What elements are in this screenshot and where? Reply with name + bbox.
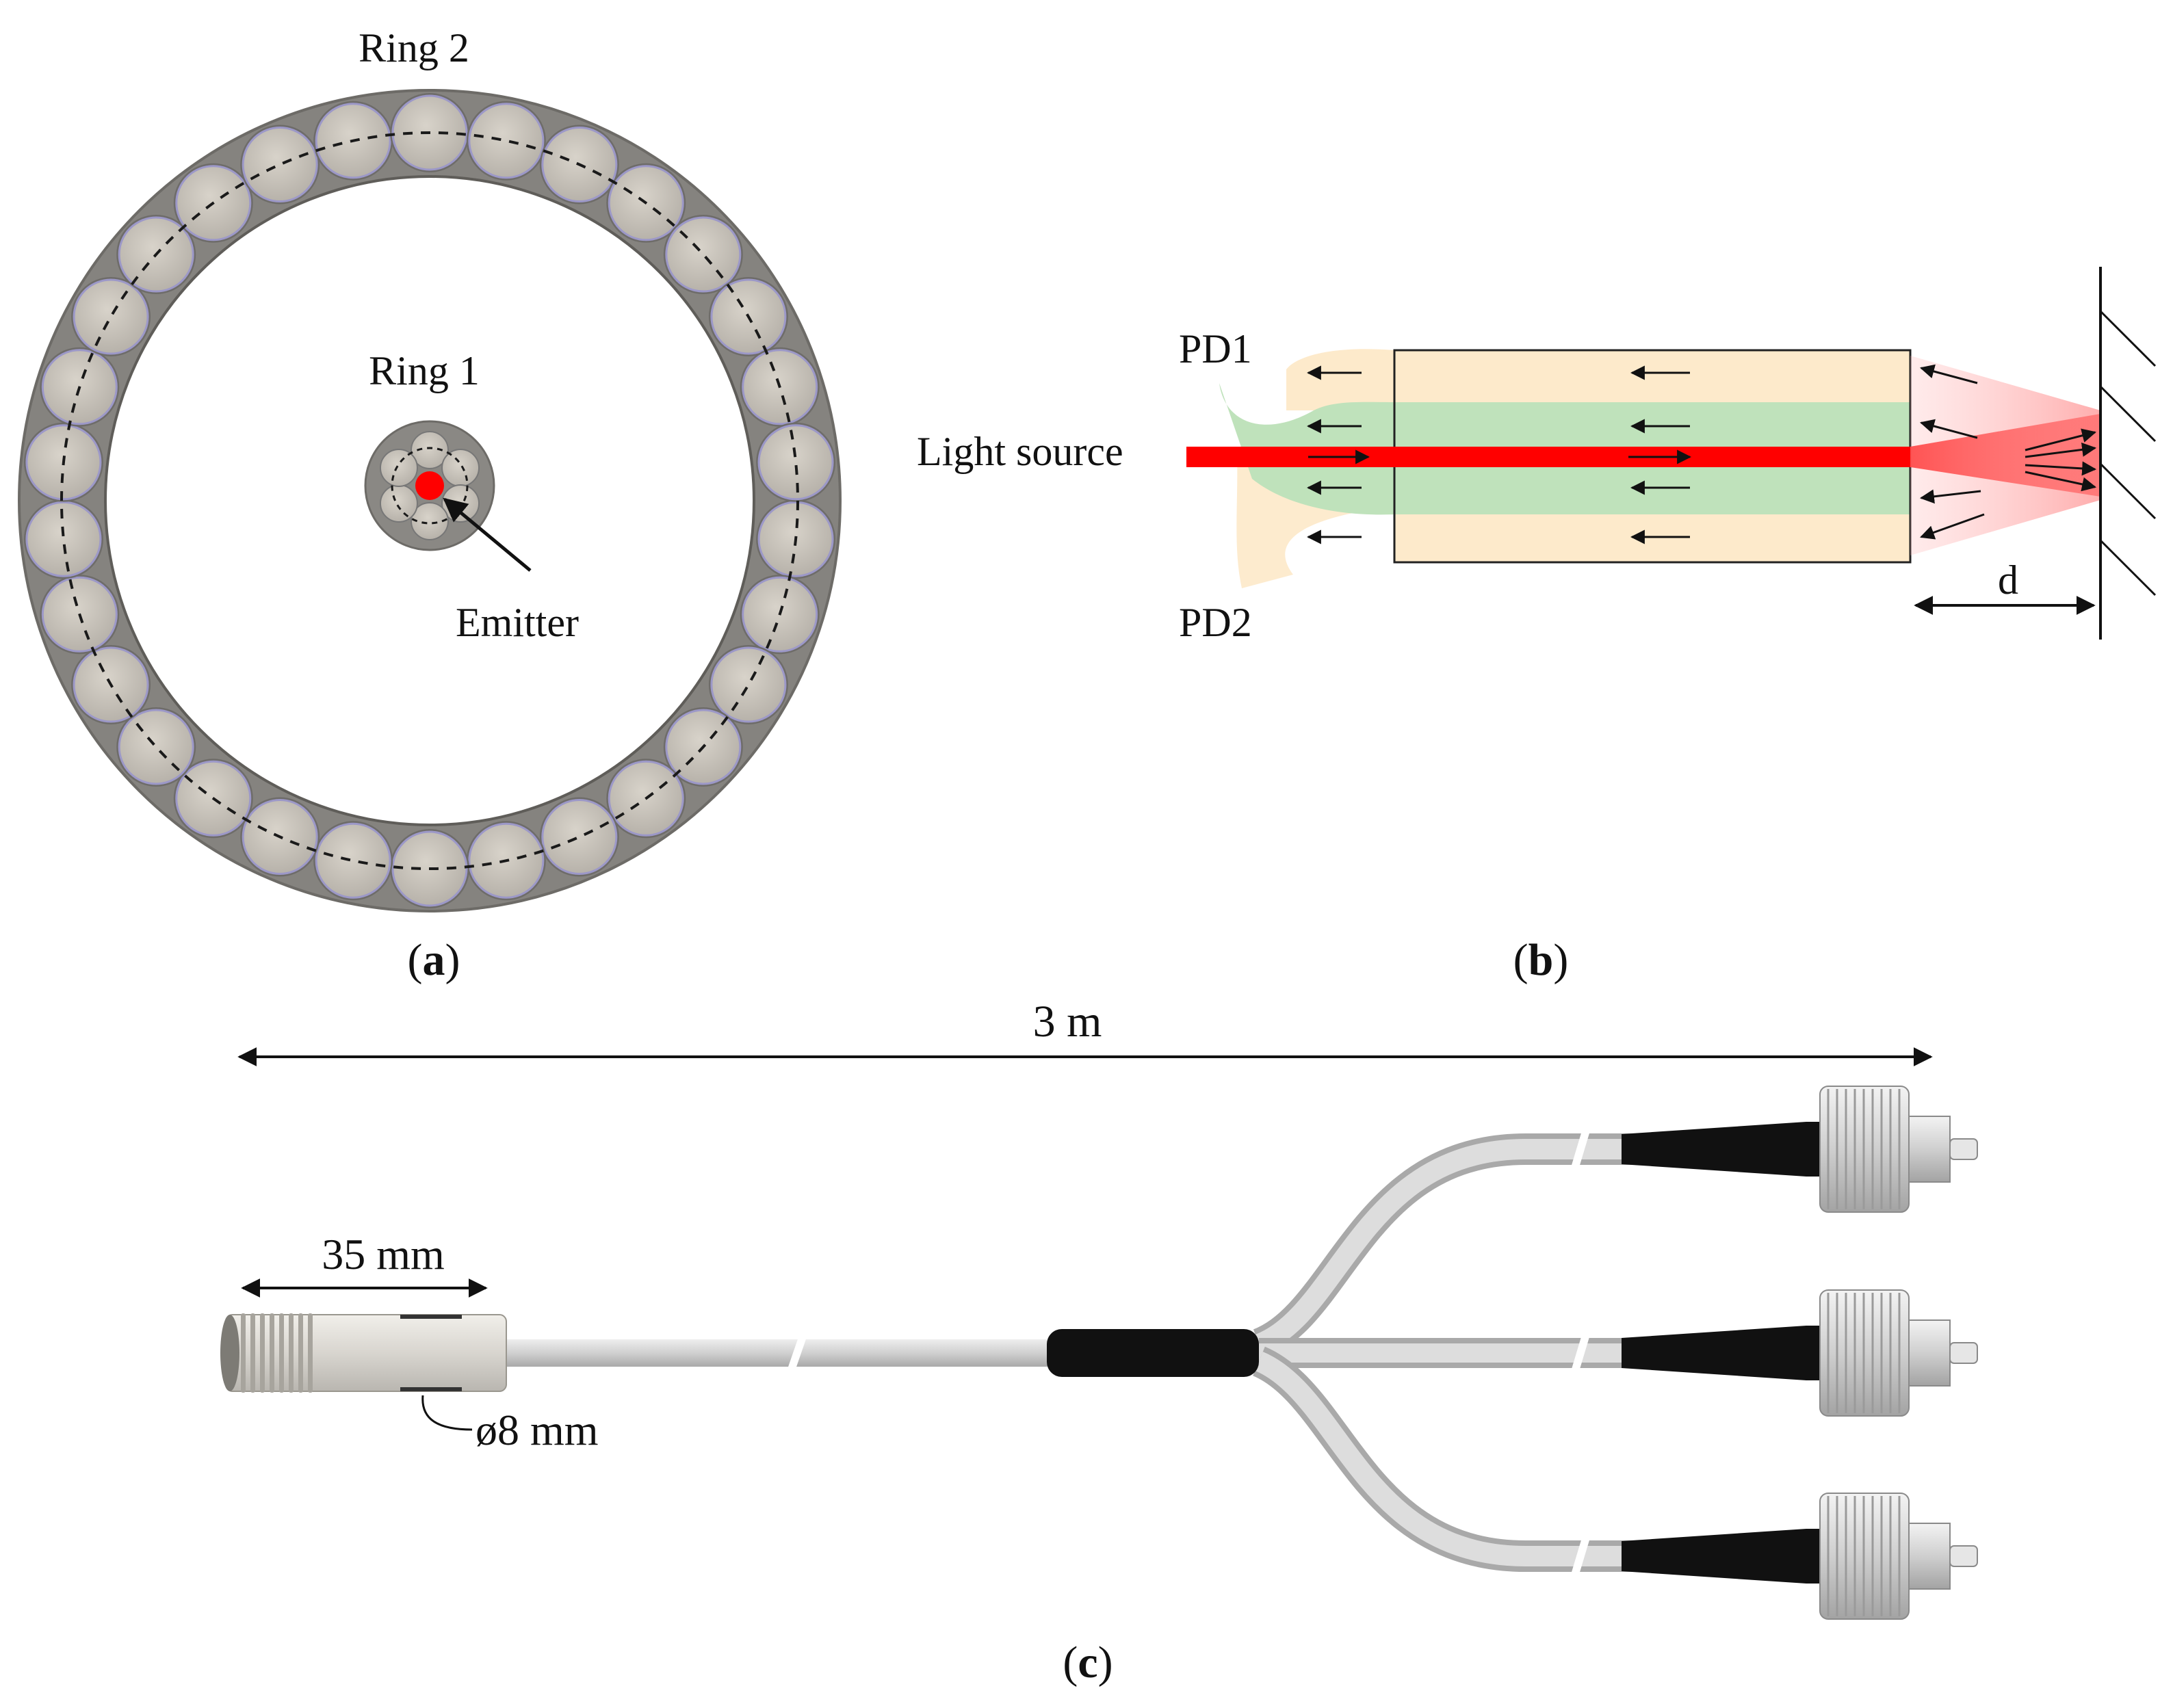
ring-2-fiber [25,501,102,577]
probe-thread [241,1313,246,1393]
connector-body [1908,1523,1951,1590]
diameter-label: ø8 mm [476,1406,599,1454]
connector-body [1908,1116,1951,1183]
probe-threads [241,1313,313,1393]
ring-2-fiber [73,278,149,355]
probe-thread [250,1313,255,1393]
ring-1-dashed-circle [391,447,469,525]
caption-c: (c) [1063,1638,1112,1687]
light-source-beam [1186,447,1910,467]
ring-1-label: Ring 1 [369,348,480,393]
probe-body [225,1314,507,1392]
cable-break-2 [1570,1129,1591,1170]
caption-b: (b) [1513,935,1569,985]
cable-break-1 [787,1335,807,1371]
pd2-label: PD2 [1179,600,1252,645]
ring-2-fiber [118,709,194,785]
splitter-sleeve [1047,1329,1259,1377]
panel-b-measurement-principle: d PD1 PD2 Light source (b) [917,267,2157,985]
probe-length-label: 35 mm [322,1230,445,1278]
reflected-cone [1910,356,2100,555]
main-cable [506,1339,1054,1367]
probe-thread [279,1313,284,1393]
probe-face [220,1315,239,1391]
total-length-label: 3 m [1033,997,1102,1047]
emitter-label: Emitter [456,600,579,645]
distance-label: d [1998,557,2018,603]
cone-arrows [1919,364,2097,540]
fc-connectors [1622,1086,1978,1620]
panel-c-probe-assembly: 3 m 35 mm ø8 mm (c) [220,997,1978,1687]
ring-2-fiber [710,646,787,723]
caption-a: (a) [408,935,460,985]
pd1-label: PD1 [1179,326,1252,371]
ring-2-fiber [757,424,834,501]
wall-hatching [2099,310,2157,596]
return-arrows-left [1306,365,1370,544]
connector-boot [1622,1326,1820,1380]
panel-a-fiber-cross-section: Ring 2 Ring 1 Emitter (a) [18,25,842,985]
ring-2-fiber [315,822,391,899]
connector-ferrule [1949,1342,1978,1364]
cable-break-3 [1570,1332,1591,1374]
light-source-label: Light source [917,429,1123,474]
ring-1-fiber [411,431,449,469]
ring-2-fiber [541,798,618,875]
emitter-dot [415,471,444,500]
probe-thread [289,1313,294,1393]
branch-lower [1252,1346,1642,1572]
ring-1-fiber [379,449,418,487]
connector-ferrule [1949,1138,1978,1160]
probe-thread [298,1313,303,1393]
ring-1-fiber [379,484,418,523]
connector-body [1908,1319,1951,1387]
ring-1-fiber [441,449,480,487]
branch-upper-hl [1255,1139,1642,1354]
ring-2-label: Ring 2 [359,25,469,70]
branch-lower-hl [1254,1352,1642,1566]
probe-mark-bottom [400,1387,462,1391]
ring-2-fiber [468,103,545,179]
probe-thread [308,1313,313,1393]
ring-2-dashed-circle [60,131,799,870]
emitter-arrow [443,497,532,572]
connector-ferrule [1949,1545,1978,1567]
fc-connector [1622,1493,1978,1620]
fc-connector [1622,1289,1978,1417]
diameter-leader [421,1395,473,1431]
ring-2-fiber [242,127,318,203]
ring-2-fiber [665,216,742,293]
connector-boot [1622,1122,1820,1177]
pd1-branch-yellow [1286,349,1394,410]
connector-boot [1622,1529,1820,1584]
branch-upper [1252,1133,1642,1359]
cable-break-4 [1570,1536,1591,1577]
probe-thread [270,1313,274,1393]
fc-connector [1622,1086,1978,1213]
probe-mark-top [400,1315,462,1319]
return-arrows-middle [1628,365,1692,544]
probe-thread [260,1313,265,1393]
